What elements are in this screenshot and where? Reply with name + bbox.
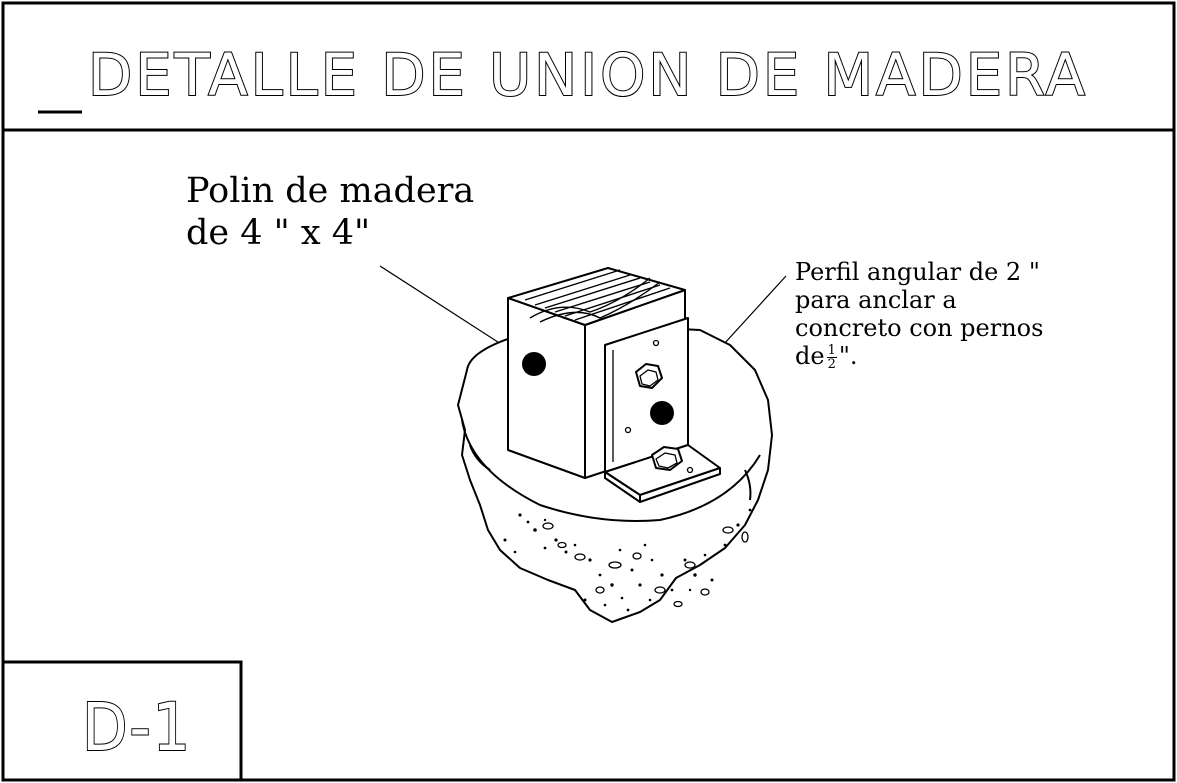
concrete-rim-3 bbox=[744, 469, 752, 501]
concrete-aggregate bbox=[503, 508, 752, 612]
wood-post-front bbox=[507, 297, 586, 479]
wood-post-top bbox=[507, 267, 686, 326]
lower-bolt-hex bbox=[651, 446, 683, 471]
sheet-code-box bbox=[3, 660, 243, 780]
bolt-hole-1 bbox=[652, 339, 660, 347]
upper-bolt-hex bbox=[635, 363, 663, 389]
wood-grain bbox=[524, 269, 671, 323]
post-marker-dot bbox=[522, 352, 546, 376]
angle-marker-dot bbox=[650, 401, 674, 425]
angle-label-line4-suffix: ". bbox=[838, 342, 858, 371]
post-label: Polin de madera de 4 " x 4" bbox=[186, 170, 474, 254]
concrete-rim-2 bbox=[469, 444, 491, 471]
angle-label-line3: concreto con pernos bbox=[795, 314, 1044, 343]
angle-horizontal-leg-side bbox=[604, 471, 641, 503]
fraction-numerator: 1 bbox=[826, 343, 837, 359]
fraction-denominator: 2 bbox=[827, 357, 836, 373]
sheet-code: D-1 bbox=[82, 689, 192, 766]
angle-label: Perfil angular de 2 " para anclar a conc… bbox=[795, 258, 1043, 371]
bolt-hole-2 bbox=[624, 426, 632, 434]
concrete-pebbles bbox=[542, 522, 749, 608]
post-label-line2: de 4 " x 4" bbox=[186, 213, 371, 253]
wood-joint-illustration bbox=[457, 267, 773, 623]
title: DETALLE DE UNION DE MADERA bbox=[88, 41, 1088, 109]
angle-label-line2: para anclar a bbox=[795, 286, 957, 315]
angle-label-line1: Perfil angular de 2 " bbox=[795, 258, 1040, 286]
post-label-line1: Polin de madera bbox=[186, 171, 475, 211]
angle-label-line4-prefix: de bbox=[795, 342, 825, 371]
bolt-hole-3 bbox=[686, 466, 694, 474]
